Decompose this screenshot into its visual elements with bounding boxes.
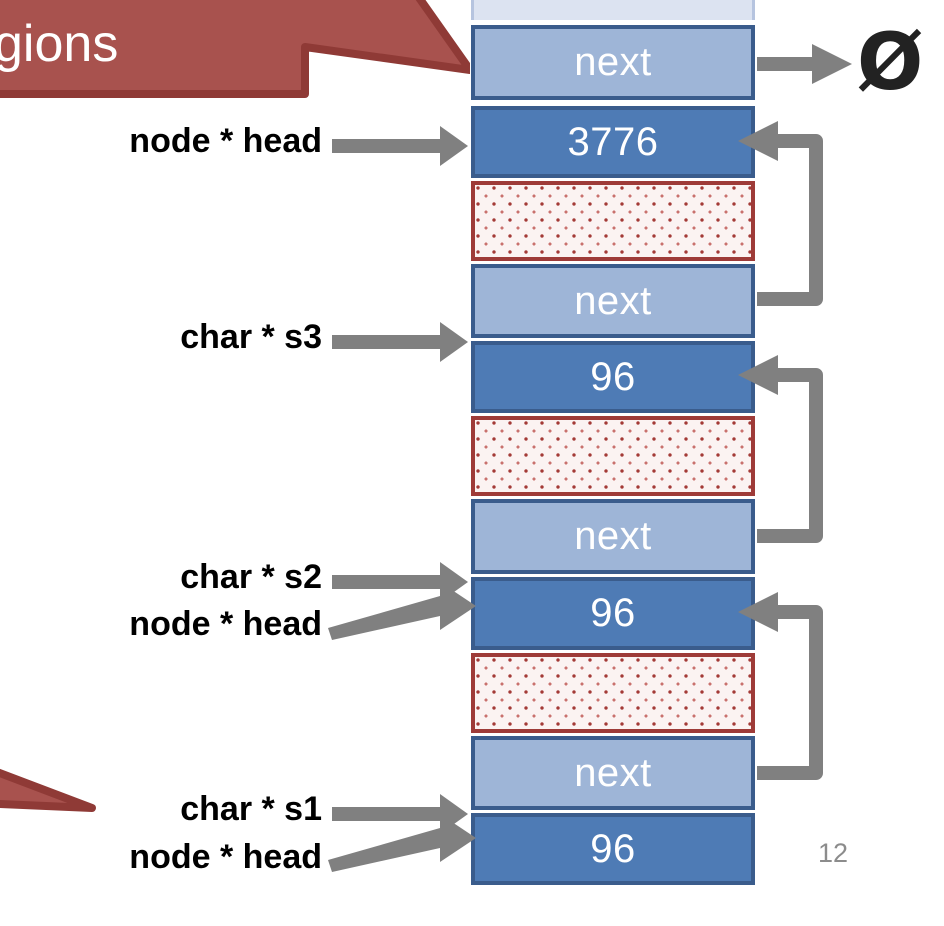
pointer-arrow-s3-shaft: [332, 335, 444, 349]
block-label: next: [574, 278, 652, 323]
memory-block-next-4: next: [471, 25, 755, 100]
pointer-label-head-bot: node * head: [129, 838, 322, 876]
block-label: 96: [590, 826, 636, 871]
memory-block-pale-top: [471, 0, 755, 20]
page-number: 12: [818, 838, 849, 868]
block-label: 3776: [567, 119, 659, 164]
callout-top-label: gions: [0, 15, 119, 73]
memory-block-free-3: [471, 181, 755, 261]
callout-top-shape: [0, 0, 470, 98]
callout-bottom-shape: [0, 768, 96, 812]
memory-block-next-1: next: [471, 736, 755, 810]
pointer-arrow-s1-shaft: [332, 807, 444, 821]
memory-block-free-2: [471, 416, 755, 496]
memory-block-free-1: [471, 653, 755, 733]
block-label: 96: [590, 591, 636, 635]
link-next4-to-null: [757, 44, 852, 84]
memory-block-size-1: 96: [471, 813, 755, 885]
pointer-label-s3: char * s3: [180, 318, 322, 356]
block-label: next: [574, 750, 652, 795]
pointer-label-s1: char * s1: [180, 790, 322, 828]
pointer-arrow-head-top-head: [440, 126, 468, 166]
memory-block-next-2: next: [471, 499, 755, 574]
pointer-label-s2: char * s2: [180, 558, 322, 596]
block-label: 96: [590, 354, 636, 399]
pointer-label-head-mid: node * head: [129, 605, 322, 643]
block-label: next: [574, 40, 652, 84]
pointer-label-head-top: node * head: [129, 122, 322, 160]
pointer-arrow-head-top-shaft: [332, 139, 444, 153]
pointer-arrow-s3-head: [440, 322, 468, 362]
memory-block-size-4: 3776: [471, 106, 755, 178]
pointer-arrow-s2-shaft: [332, 575, 444, 589]
pointer-arrow-head-bot: [328, 814, 476, 872]
memory-block-next-3: next: [471, 264, 755, 338]
memory-block-size-3: 96: [471, 341, 755, 413]
null-symbol: Ø: [857, 18, 924, 108]
block-label: next: [574, 514, 652, 558]
memory-block-size-2: 96: [471, 577, 755, 650]
pointer-arrow-head-mid: [328, 582, 476, 640]
